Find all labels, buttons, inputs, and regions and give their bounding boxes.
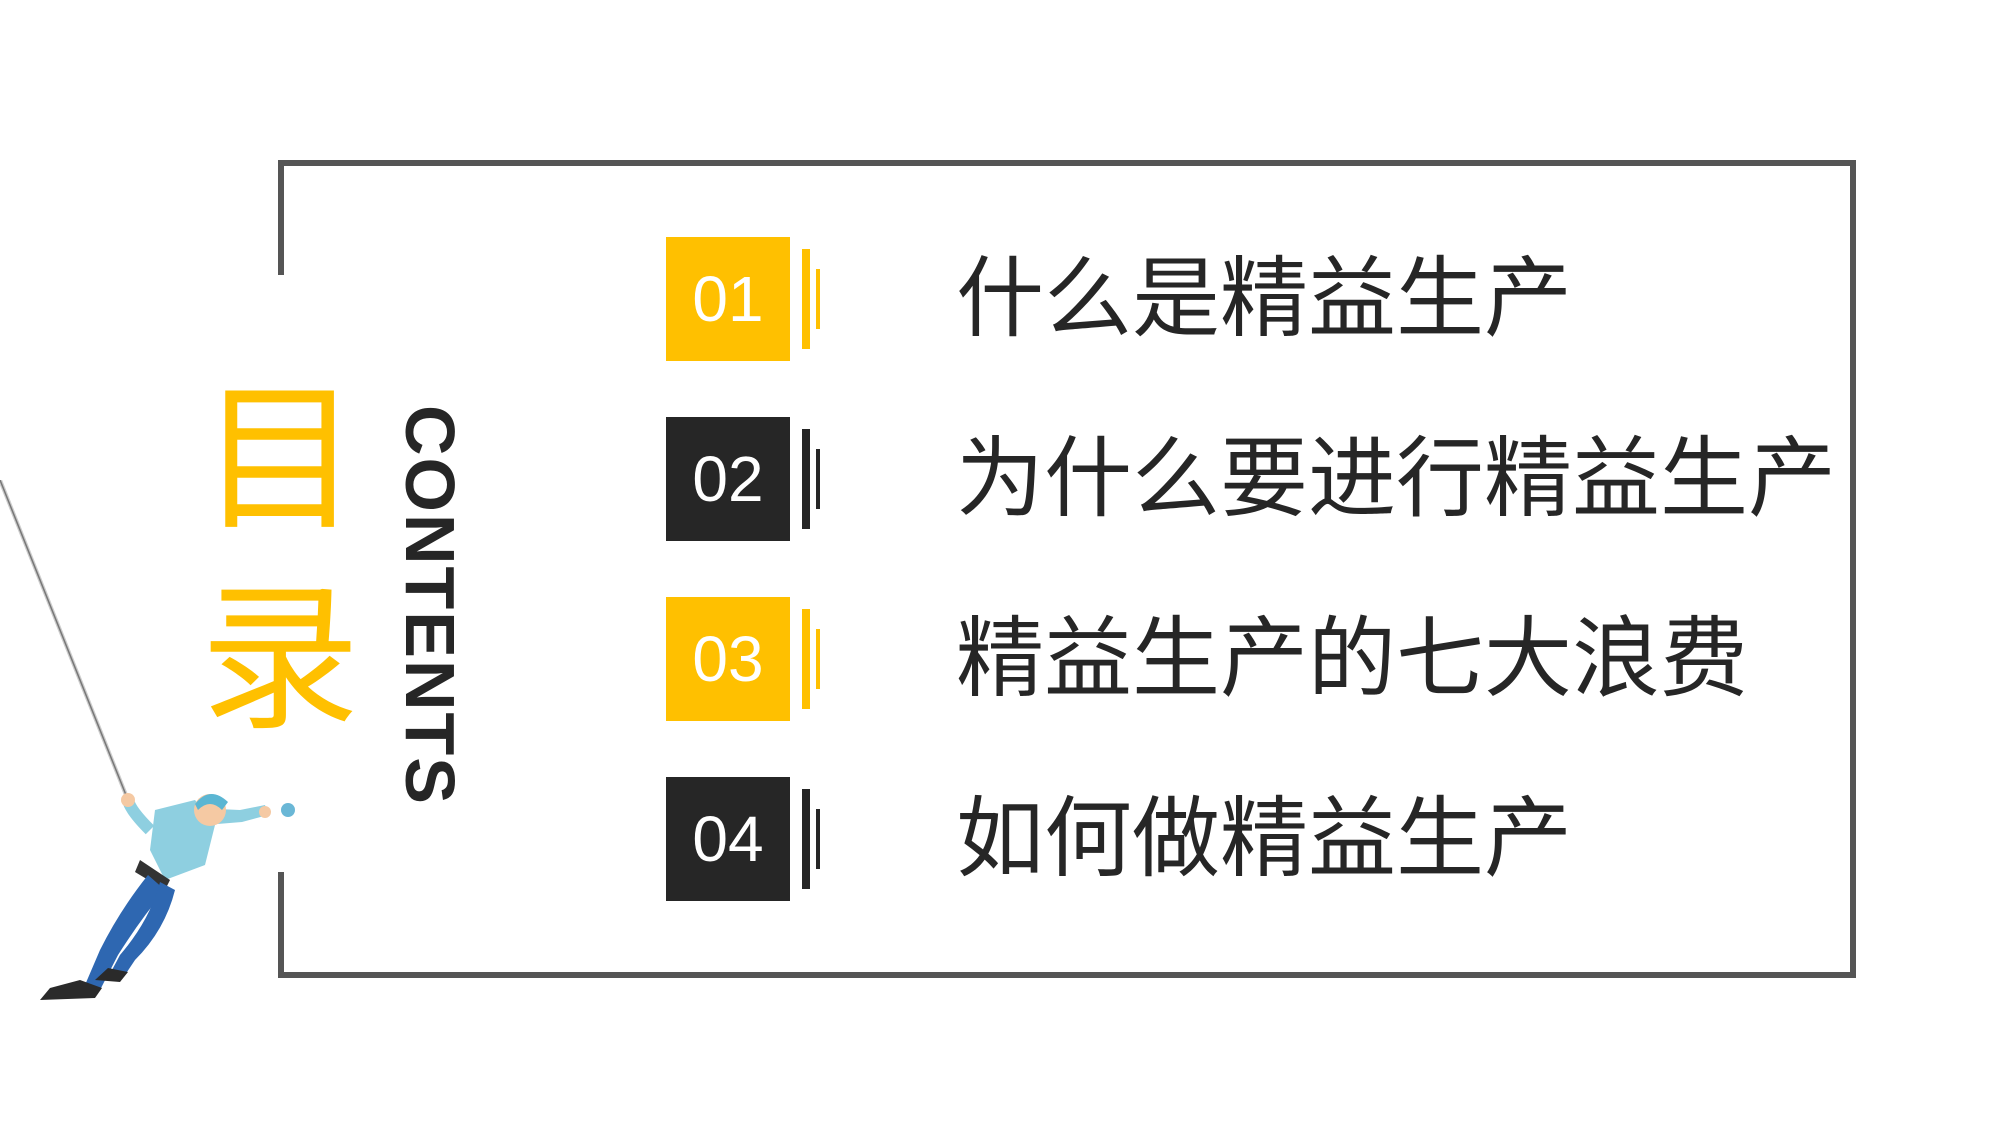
- menu-label: 如何做精益生产: [956, 787, 1573, 890]
- menu-label: 什么是精益生产: [956, 247, 1573, 350]
- menu-item-2[interactable]: 02 为什么要进行精益生产: [666, 417, 1836, 541]
- bar-accent-icon: [802, 789, 832, 889]
- frame-left-border-upper: [278, 160, 284, 275]
- title-char-2: 录: [199, 566, 360, 753]
- menu-label: 为什么要进行精益生产: [956, 427, 1837, 530]
- menu-item-3[interactable]: 03 精益生产的七大浪费: [666, 597, 1816, 721]
- menu-item-1[interactable]: 01 什么是精益生产: [666, 237, 1816, 361]
- frame-top-border: [278, 160, 1856, 166]
- title-english: CONTENTS: [391, 405, 469, 806]
- title-chinese: 目 录: [185, 360, 375, 760]
- menu-number-box: 04: [666, 777, 790, 901]
- menu-number-box: 02: [666, 417, 790, 541]
- climber-illustration: [0, 480, 295, 1000]
- menu-number-box: 01: [666, 237, 790, 361]
- title-char-1: 目: [199, 366, 360, 553]
- menu-item-4[interactable]: 04 如何做精益生产: [666, 777, 1816, 901]
- menu-number-box: 03: [666, 597, 790, 721]
- frame-bottom-border: [278, 972, 1856, 978]
- menu-label: 精益生产的七大浪费: [956, 607, 1749, 710]
- bar-accent-icon: [802, 249, 832, 349]
- frame-left-border-lower: [278, 872, 284, 978]
- bar-accent-icon: [802, 609, 832, 709]
- bar-accent-icon: [802, 429, 832, 529]
- frame-right-border: [1850, 160, 1856, 978]
